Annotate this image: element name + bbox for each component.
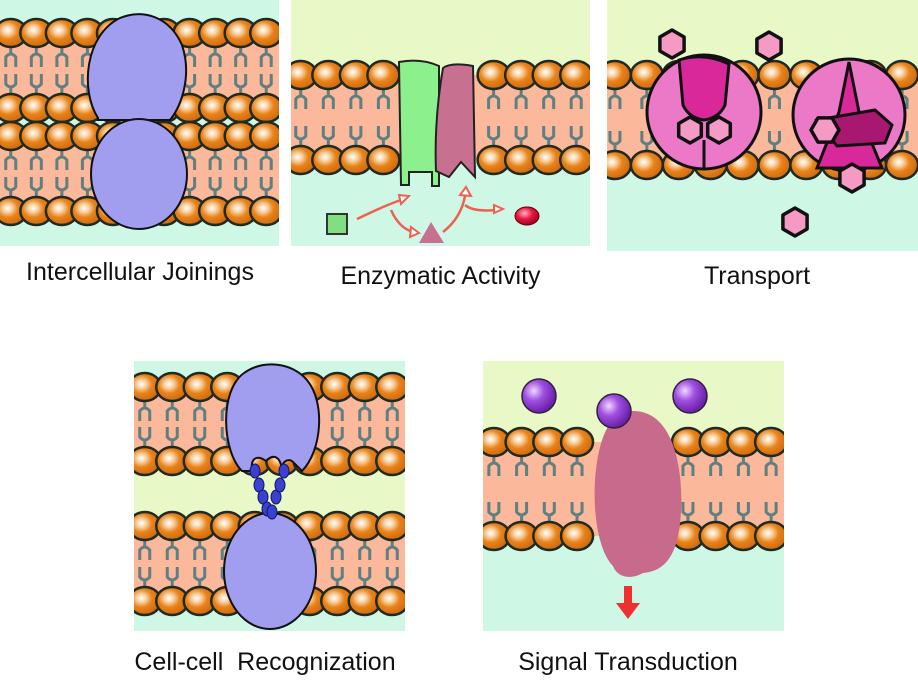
recognition-protein-upper (225, 363, 321, 473)
reaction-arrow (356, 198, 402, 221)
intercellular-joinings-diagram (0, 0, 279, 246)
solute-hexagon (676, 115, 704, 145)
solute-hexagon-bound (809, 116, 841, 144)
phospholipid-head (884, 149, 918, 181)
phospholipid-head (753, 520, 784, 552)
signal-molecule (521, 378, 557, 414)
phospholipid-head (375, 585, 405, 617)
phospholipid-head (375, 445, 405, 477)
signal-arrow-head (616, 603, 640, 619)
panel-signal-transduction (483, 361, 784, 631)
phospholipid-head (375, 371, 405, 403)
signal-molecule (672, 378, 708, 414)
enzymatic-activity-diagram (291, 0, 590, 246)
solute-hexagon (705, 115, 733, 145)
phospholipid-head (366, 144, 401, 176)
panel-cell-cell-recognization (134, 361, 405, 631)
caption-intercellular-joinings: Intercellular Joinings (26, 258, 254, 286)
phospholipid-head (559, 426, 595, 458)
transport-diagram (607, 0, 918, 251)
phospholipid-head (757, 149, 792, 181)
phospholipid-head (757, 59, 792, 91)
product-oval (514, 206, 540, 226)
glycoprotein-sugar (274, 477, 286, 493)
cell-cell-recognization-diagram (134, 361, 405, 631)
recognition-protein-lower (223, 512, 317, 630)
solute-hexagon (755, 30, 783, 62)
arrowhead (493, 203, 506, 215)
solute-hexagon (658, 28, 686, 60)
caption-cell-cell-recognization: Cell-cell Recognization (134, 648, 396, 676)
arrowhead (458, 185, 473, 198)
solute-hexagon (838, 162, 866, 194)
phospholipid-head (366, 59, 401, 91)
panel-intercellular-joinings (0, 0, 279, 246)
junction-protein-lower (90, 118, 188, 230)
phospholipid-head (248, 92, 279, 124)
glycoprotein-sugar (278, 463, 290, 479)
signal-molecule-bound (596, 393, 632, 429)
phospholipid-head (607, 149, 633, 181)
phospholipid-head (607, 59, 633, 91)
arrowhead (408, 225, 421, 239)
phospholipid-head (248, 120, 279, 152)
receptor-protein (594, 411, 682, 577)
junction-protein-upper (86, 13, 188, 121)
enzyme-subunit-mauve (434, 63, 477, 180)
phospholipid-head (248, 17, 279, 49)
enzyme-subunit-green (397, 59, 440, 187)
glycoprotein-sugar (266, 504, 278, 520)
caption-transport: Transport (703, 262, 811, 290)
transporter-channel (677, 55, 731, 122)
phospholipid-head (753, 426, 784, 458)
phospholipid-head (558, 59, 590, 91)
phospholipid-head (559, 520, 595, 552)
phospholipid-head (248, 195, 279, 227)
intermediate-triangle (419, 222, 444, 243)
substrate-square (326, 213, 348, 235)
glycoprotein-sugar (249, 463, 261, 479)
panel-enzymatic-activity (291, 0, 590, 246)
signal-arrow-shaft (624, 586, 632, 606)
reaction-arrow (464, 203, 497, 212)
solute-hexagon (781, 206, 809, 238)
phospholipid-head (375, 510, 405, 542)
reaction-arrow (442, 195, 467, 233)
caption-enzymatic-activity: Enzymatic Activity (340, 262, 541, 290)
signal-transduction-diagram (483, 361, 784, 631)
caption-signal-transduction: Signal Transduction (518, 648, 738, 676)
phospholipid-head (629, 149, 665, 181)
panel-transport (607, 0, 918, 251)
phospholipid-head (558, 144, 590, 176)
arrowhead (397, 193, 412, 206)
